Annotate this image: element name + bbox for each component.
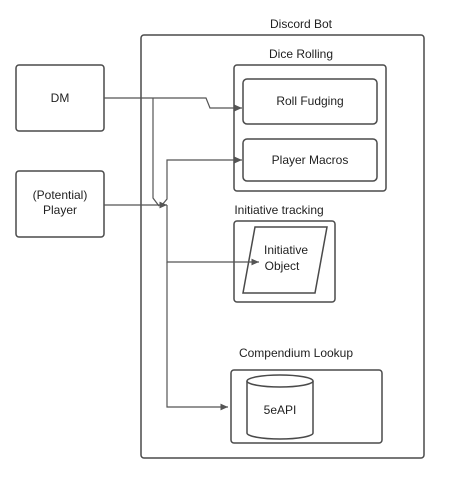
- discord-bot-title: Discord Bot: [270, 17, 333, 31]
- api-database-label: 5eAPI: [264, 403, 297, 417]
- player-actor-box: [15, 170, 105, 238]
- dice-rolling-title: Dice Rolling: [269, 47, 333, 61]
- dm-actor-label: DM: [51, 91, 70, 105]
- player-macros-label: Player Macros: [272, 153, 349, 167]
- compendium-lookup-title: Compendium Lookup: [239, 346, 353, 360]
- initiative-tracking-title: Initiative tracking: [234, 203, 323, 217]
- api-database-node: [246, 374, 314, 440]
- player-actor-label-line1: (Potential): [33, 188, 88, 202]
- dm-to-roll-fudging-edge: [104, 97, 242, 112]
- dm-branch-down-edge: [152, 98, 160, 207]
- initiative-object-label-line2: Object: [265, 259, 300, 273]
- initiative-object-node: [242, 226, 328, 294]
- bus-to-api-edge: [166, 262, 228, 411]
- roll-fudging-node: [242, 78, 378, 125]
- initiative-object-label-line1: Initiative: [264, 243, 308, 257]
- bus-to-player-macros-edge: [161, 156, 242, 206]
- player-macros-node: [242, 138, 378, 182]
- roll-fudging-label: Roll Fudging: [276, 94, 343, 108]
- player-actor-label-line2: Player: [43, 203, 77, 217]
